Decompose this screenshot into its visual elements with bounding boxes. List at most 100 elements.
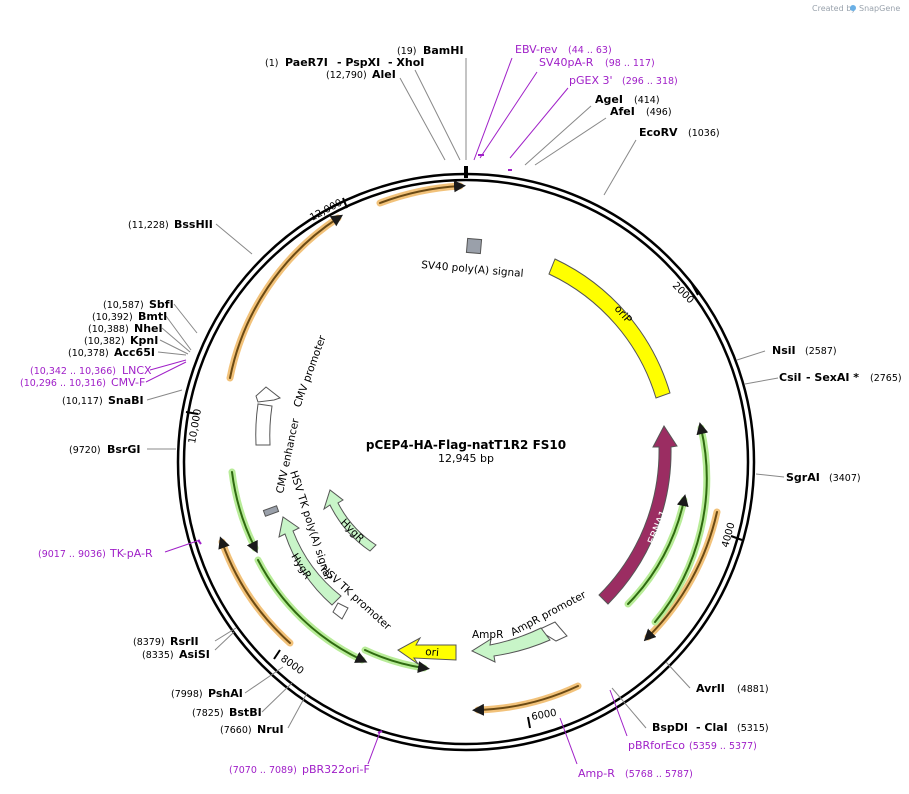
leader-bspdi (611, 687, 647, 729)
leader-ebv-rev (473, 57, 513, 161)
plasmid-name: pCEP4-HA-Flag-natT1R2 FS10 (366, 438, 566, 452)
orf-green-2 (627, 494, 689, 605)
primer-pos-lncx: (10,342 .. 10,366) (30, 366, 116, 377)
site-bspdi[interactable]: BspDI - ClaI (5315) (652, 721, 769, 734)
site-kpni[interactable]: (10,382) KpnI (84, 334, 158, 347)
primer-pgex3[interactable]: pGEX 3' (296 .. 318) (569, 74, 678, 87)
site-asisi[interactable]: (8335) AsiSI (142, 648, 210, 661)
site-rsrii[interactable]: (8379) RsrII (133, 635, 199, 648)
feature-hsv-tk-polya[interactable] (262, 505, 280, 517)
tick-2000 (691, 283, 699, 296)
leader-nhei (161, 327, 191, 353)
site-name-bsrgi: BsrGI (107, 443, 140, 456)
feature-cmv-promoter[interactable] (255, 386, 282, 403)
site-agei[interactable]: AgeI (414) (595, 93, 660, 106)
site-nsii[interactable]: NsiI (2587) (772, 344, 837, 357)
orf-top-glow (376, 182, 464, 207)
site-ecorv[interactable]: EcoRV (1036) (639, 126, 720, 139)
site-acc65i[interactable]: (10,378) Acc65I (68, 346, 155, 359)
site-snabi[interactable]: (10,117) SnaBI (62, 394, 144, 407)
feature-cmv-enhancer[interactable] (255, 403, 273, 446)
leader-asisi (214, 631, 235, 651)
site-alei[interactable]: (12,790) AleI (326, 68, 396, 81)
primer-lncx[interactable]: (10,342 .. 10,366) LNCX (30, 364, 152, 377)
primer-name-tk-pa-r: TK-pA-R (109, 547, 153, 560)
site-pshai[interactable]: (7998) PshAI (171, 687, 243, 700)
feature-sv40-polya[interactable] (465, 237, 483, 255)
primer-amp-r[interactable]: Amp-R (5768 .. 5787) (578, 767, 693, 780)
site-name-nrui: NruI (257, 723, 284, 736)
snapgene-logo-icon (850, 5, 856, 11)
site-bstbi[interactable]: (7825) BstBI (192, 706, 262, 719)
primer-cmv-f[interactable]: (10,296 .. 10,316) CMV-F (20, 376, 145, 389)
feature-label-cmv-promoter: CMV promoter (292, 333, 329, 409)
leader-lncx (149, 359, 187, 371)
leader-pshai (244, 666, 284, 694)
primer-pos-sv40pa-r: (98 .. 117) (605, 58, 655, 69)
orf-left (229, 214, 344, 379)
primer-labels: EBV-rev (44 .. 63) SV40pA-R (98 .. 117) … (20, 43, 757, 780)
site-leaders (146, 58, 785, 729)
leader-pgex3 (509, 87, 569, 159)
primer-tk-pa-r[interactable]: (9017 .. 9036) TK-pA-R (38, 547, 153, 560)
feature-ori[interactable] (397, 636, 457, 665)
site-pos-nrui: (7660) (220, 725, 252, 736)
site-sgrai[interactable]: SgrAI (3407) (786, 471, 861, 484)
primer-ebv-rev[interactable]: EBV-rev (44 .. 63) (515, 43, 612, 56)
tick-label-8000: 8000 (278, 653, 305, 677)
leader-nsii (736, 350, 766, 361)
plasmid-size: 12,945 bp (438, 452, 494, 465)
site-name-snabi: SnaBI (108, 394, 144, 407)
site-paer7i[interactable]: (1) PaeR7I - PspXI - XhoI (265, 56, 424, 69)
orf-bottom (472, 685, 579, 716)
backbone (176, 166, 756, 752)
orf-green-1 (654, 422, 709, 623)
site-nrui[interactable]: (7660) NruI (220, 723, 284, 736)
site-pos-agei: (414) (634, 95, 660, 106)
primer-name-ebv-rev: EBV-rev (515, 43, 558, 56)
site-pos-afei: (496) (646, 107, 672, 118)
site-bsrgi[interactable]: (9720) BsrGI (69, 443, 140, 456)
site-pos-sexai: (2765) (870, 373, 902, 384)
site-pos-avrii: (4881) (737, 684, 769, 695)
site-name-bsshii: BssHII (174, 218, 213, 231)
watermark-brand: SnapGene (859, 4, 900, 13)
site-afei[interactable]: AfeI (496) (610, 105, 672, 118)
primer-sv40pa-r[interactable]: SV40pA-R (98 .. 117) (539, 56, 655, 69)
primer-pos-pbr322ori-f: (7070 .. 7089) (229, 765, 297, 776)
feature-hygr-1[interactable] (278, 516, 342, 606)
site-pos-bamhi: (19) (397, 46, 417, 57)
site-nhei[interactable]: (10,388) NheI (88, 322, 163, 335)
site-name-asisi: AsiSI (179, 648, 210, 661)
primer-mark-tk-pa-r (197, 539, 202, 545)
orf-green-4 (257, 559, 368, 663)
site-pos-alei: (12,790) (326, 70, 367, 81)
site-pos-ecorv: (1036) (688, 128, 720, 139)
site-bsshii[interactable]: (11,228) BssHII (128, 218, 213, 231)
orfs (218, 180, 721, 716)
feature-hsv-tk-promoter[interactable] (332, 602, 349, 620)
site-sbfi[interactable]: (10,587) SbfI (103, 298, 174, 311)
snapgene-watermark: Created by SnapGene (812, 4, 900, 13)
feature-hygr-2[interactable] (323, 489, 377, 552)
primer-pbrforeco[interactable]: pBRforEco (5359 .. 5377) (628, 739, 757, 752)
feature-ampr-promoter[interactable] (536, 621, 568, 642)
site-name-nsii: NsiI (772, 344, 796, 357)
primer-pbr322ori-f[interactable]: (7070 .. 7089) pBR322ori-F (229, 763, 370, 776)
leader-alei (399, 77, 446, 161)
feature-ampr[interactable] (470, 627, 551, 663)
feature-orip[interactable] (548, 258, 671, 399)
primer-leaders (145, 57, 628, 765)
site-bamhi[interactable]: (19) BamHI (397, 44, 464, 57)
site-name-nhei: NheI (134, 322, 163, 335)
feature-ebna1[interactable] (598, 425, 678, 605)
site-name-pspxi: - PspXI (337, 56, 380, 69)
site-csii[interactable]: CsiI - SexAI * (2765) (779, 371, 902, 384)
site-bmti[interactable]: (10,392) BmtI (92, 310, 167, 323)
site-name-ecorv: EcoRV (639, 126, 678, 139)
feature-label-ampr: AmpR (472, 629, 503, 641)
site-pos-bsshii: (11,228) (128, 220, 169, 231)
site-pos-asisi: (8335) (142, 650, 174, 661)
site-avrii[interactable]: AvrII (4881) (696, 682, 769, 695)
